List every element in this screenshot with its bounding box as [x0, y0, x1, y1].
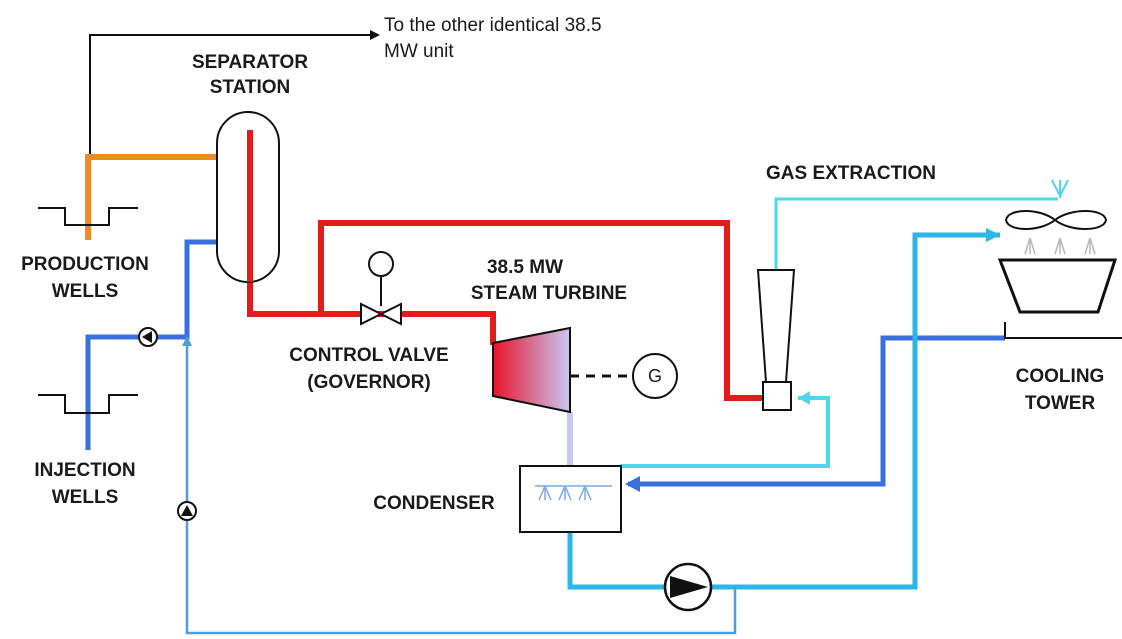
control-valve-label: CONTROL VALVE	[289, 345, 448, 366]
cooling-tower-label-2: TOWER	[1025, 393, 1096, 414]
gas-vent-icon	[1051, 179, 1069, 199]
other-unit-label-2: MW unit	[384, 41, 454, 62]
injection-wells-label-2: WELLS	[52, 487, 119, 508]
gas-return-line	[620, 396, 830, 468]
cooling-tower-label: COOLING	[1016, 366, 1105, 387]
steam-pipe-to-gas-extraction	[318, 220, 763, 401]
control-valve-label-2: (GOVERNOR)	[307, 372, 431, 393]
gas-extraction-line	[774, 197, 1058, 270]
other-unit-line	[89, 30, 380, 155]
tower-inlet-arrow-icon	[986, 228, 1000, 242]
cooling-water-to-tower	[567, 232, 1000, 590]
condenser-label: CONDENSER	[373, 493, 495, 514]
separator-label: SEPARATOR	[192, 52, 308, 73]
production-wells-symbol	[38, 207, 138, 226]
return-pump-icon	[177, 501, 197, 521]
generator-label: G	[648, 366, 662, 386]
condenser-inlet-arrow-icon	[625, 476, 640, 492]
cooling-water-to-condenser	[628, 335, 1005, 487]
steam-turbine-icon	[492, 326, 571, 414]
gas-return-arrow-icon	[798, 391, 810, 405]
control-valve-icon	[360, 251, 402, 326]
gas-extractor-icon	[756, 269, 796, 411]
cooling-tower-icon	[997, 210, 1122, 339]
separator-label-2: STATION	[210, 77, 291, 98]
injection-wells-symbol	[38, 394, 138, 414]
condensate-return-line	[185, 337, 737, 635]
production-wells-label-2: WELLS	[52, 281, 119, 302]
production-wells-label: PRODUCTION	[21, 254, 149, 275]
turbine-label: 38.5 MW	[487, 257, 563, 278]
return-arrow-icon	[182, 336, 192, 346]
generator-icon	[632, 353, 678, 399]
production-pipe	[85, 154, 218, 240]
other-unit-label: To the other identical 38.5	[384, 15, 602, 36]
injection-pump-icon	[138, 327, 158, 347]
turbine-label-2: STEAM TURBINE	[471, 283, 627, 304]
cooling-pump-icon	[663, 562, 713, 612]
injection-wells-label: INJECTION	[34, 460, 135, 481]
condenser-spray-icon	[535, 485, 612, 501]
gas-extraction-label: GAS EXTRACTION	[766, 163, 936, 184]
fan-icon	[1004, 210, 1108, 230]
